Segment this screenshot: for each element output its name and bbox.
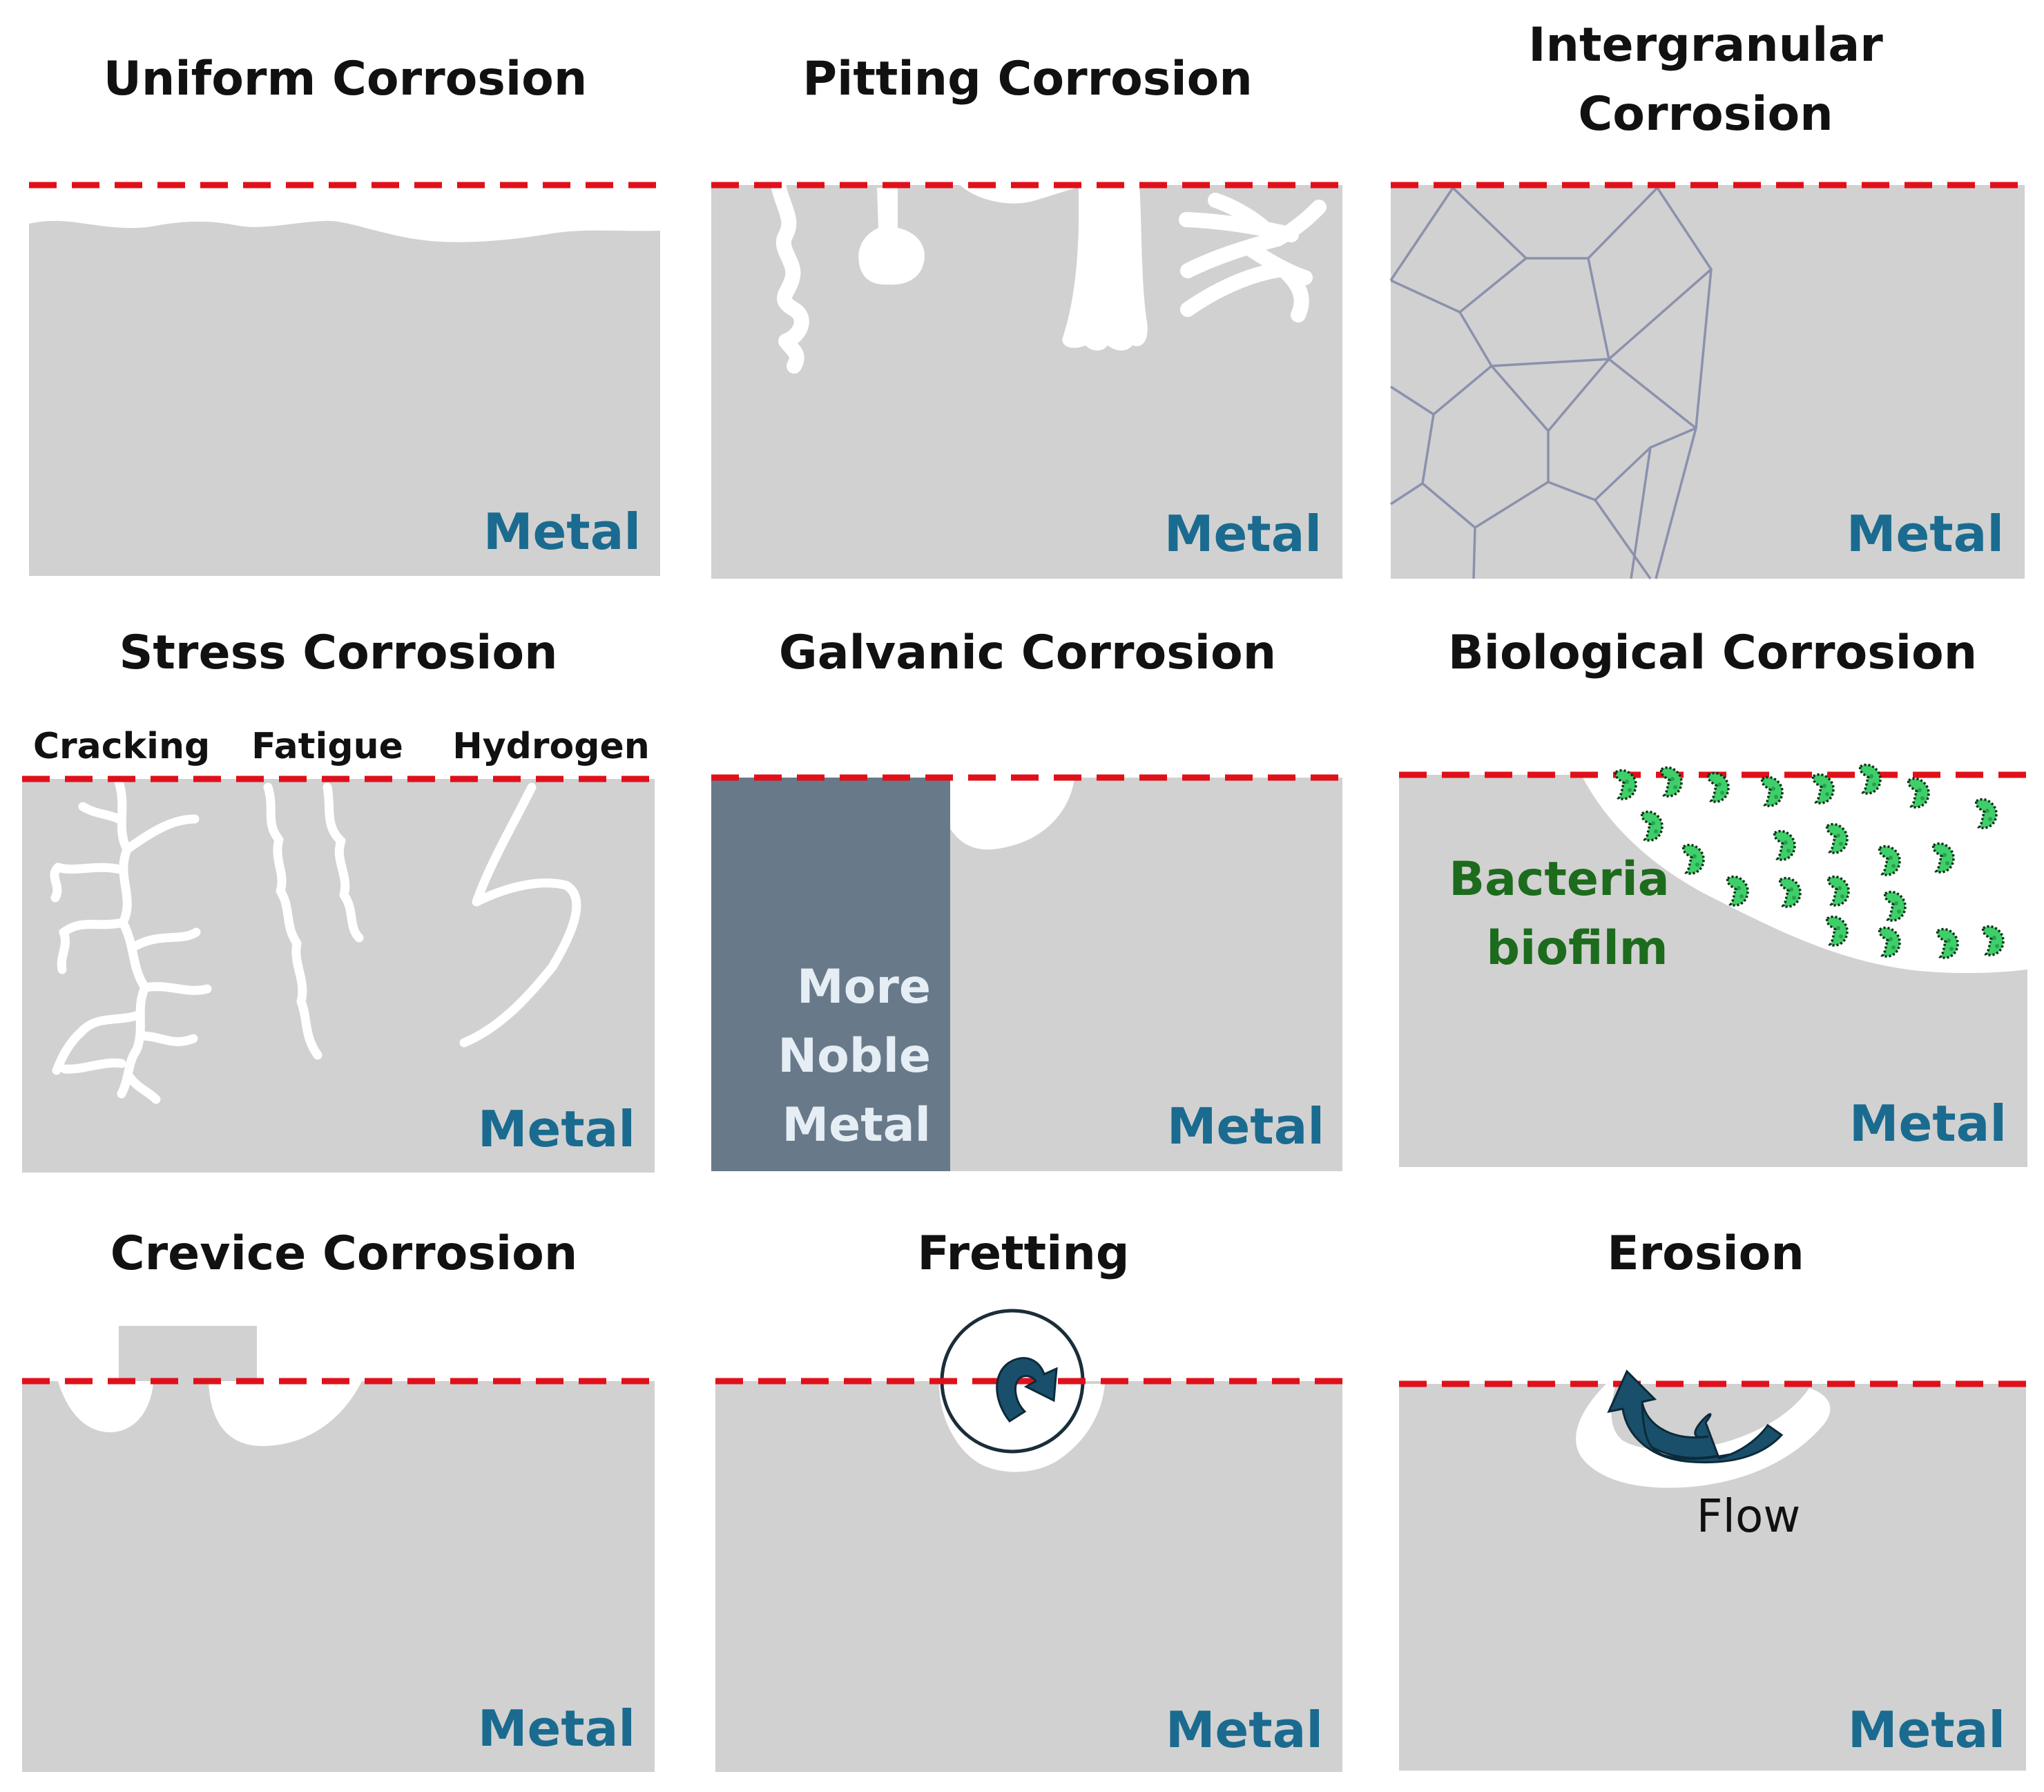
hydrogen-crack (459, 782, 581, 1048)
crevice-pit (209, 1381, 362, 1446)
metal-block (22, 1381, 655, 1772)
panel-pitting: Pitting Corrosion Metal (711, 52, 1342, 579)
metal-label: Metal (1849, 1095, 2007, 1153)
noble-metal-label: Metal (782, 1098, 932, 1153)
metal-label: Metal (1848, 1701, 2005, 1759)
panel-title: Fretting (917, 1226, 1129, 1281)
bacteria-biofilm-label: Bacteria (1449, 852, 1669, 907)
panel-title: Erosion (1607, 1226, 1804, 1281)
metal-label: Metal (1847, 505, 2004, 563)
panel-title: Pitting Corrosion (802, 52, 1253, 106)
branching-pit (1179, 193, 1327, 322)
panel-title: Galvanic Corrosion (779, 626, 1276, 680)
panel-uniform: Uniform Corrosion Metal (29, 52, 660, 576)
panel-title: Uniform Corrosion (104, 52, 588, 106)
sublabel-cracking: Cracking (33, 726, 210, 767)
panel-title: Corrosion (1578, 87, 1833, 142)
noble-metal-label: Noble (778, 1029, 931, 1083)
noble-metal-block (711, 778, 950, 1171)
panel-title: Biological Corrosion (1448, 626, 1977, 680)
crevice-pit (58, 1381, 153, 1433)
corroded-surface (29, 185, 660, 242)
shallow-pit (960, 185, 1091, 204)
grain-boundaries (1389, 186, 1713, 580)
fatigue-crack-1 (263, 782, 322, 1060)
metal-label: Metal (478, 1699, 635, 1757)
erosion-channel (1576, 1384, 1831, 1488)
round-pit (858, 188, 925, 285)
metal-label: Metal (1167, 1097, 1324, 1155)
biofilm-pit (1581, 775, 2027, 974)
panel-galvanic: Galvanic Corrosion More Noble Metal Meta… (711, 626, 1342, 1171)
fatigue-crack-2 (322, 782, 364, 943)
metal-block (29, 185, 660, 576)
wavy-pit (771, 180, 809, 374)
flow-arrow-icon (1607, 1369, 1784, 1464)
metal-label: Metal (1164, 505, 1322, 563)
flow-label: Flow (1697, 1490, 1801, 1543)
panel-fretting: Fretting Metal (715, 1226, 1342, 1772)
stress-cracks (50, 777, 581, 1104)
rotation-arrow-icon (996, 1357, 1058, 1423)
metal-label: Metal (483, 503, 641, 561)
sublabel-hydrogen: Hydrogen (452, 726, 650, 767)
panel-title: Crevice Corrosion (110, 1226, 578, 1281)
panel-erosion: Erosion Flow Metal (1399, 1226, 2026, 1771)
galvanic-pit (950, 778, 1074, 850)
panel-crevice: Crevice Corrosion Metal (22, 1226, 655, 1772)
corrosion-pits (771, 180, 1148, 374)
bacteria-biofilm-label: biofilm (1486, 921, 1668, 976)
sublabel-fatigue: Fatigue (251, 726, 403, 767)
metal-label: Metal (478, 1100, 635, 1158)
panel-biological: Biological Corrosion (1399, 626, 2027, 1167)
branching-crack (114, 777, 150, 1099)
panel-intergranular: Intergranular Corrosion Metal (1389, 18, 2025, 580)
deep-pit (1062, 185, 1148, 351)
noble-metal-label: More (797, 960, 931, 1014)
panel-stress: Stress Corrosion Cracking Fatigue Hydrog… (22, 626, 655, 1173)
panel-title: Intergranular (1528, 18, 1883, 73)
metal-label: Metal (1166, 1701, 1323, 1759)
crevice-former-block (119, 1326, 257, 1381)
panel-title: Stress Corrosion (119, 626, 557, 680)
